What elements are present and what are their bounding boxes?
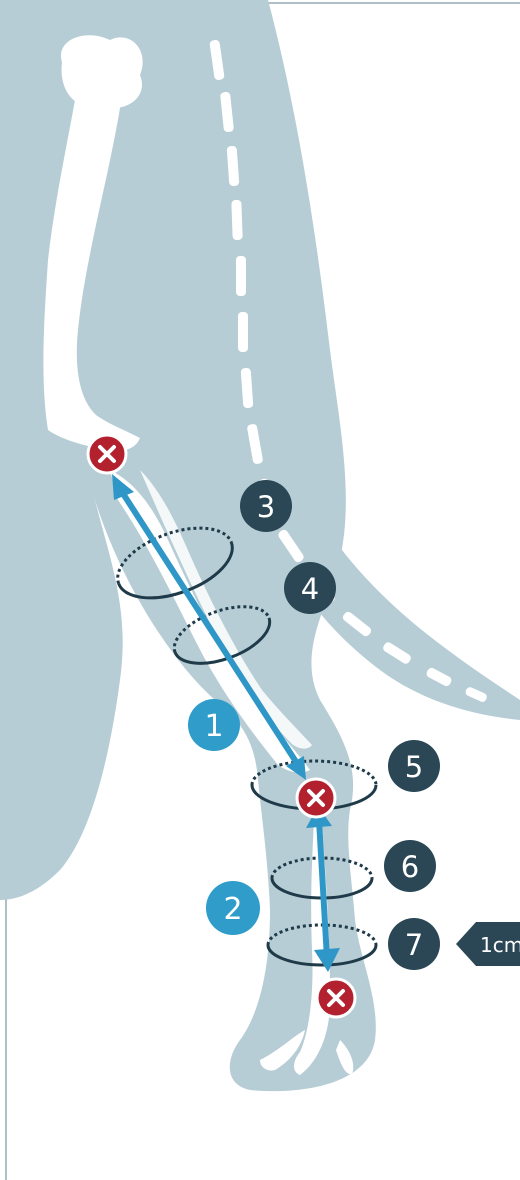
badge-3-label: 3 [257,490,275,524]
marker-wrist [297,779,335,817]
badge-6: 6 [384,840,436,892]
marker-paw [317,979,355,1017]
badge-2-label: 2 [223,892,242,927]
badge-6-label: 6 [401,850,419,884]
callout-label: 1cm [480,933,520,957]
badge-1: 1 [188,699,240,751]
badge-7-label: 7 [405,928,423,962]
badge-2: 2 [206,881,260,935]
badge-3: 3 [240,480,292,532]
marker-elbow [88,435,126,473]
badge-4-label: 4 [301,572,319,606]
badge-7: 7 [388,918,440,970]
badge-1-label: 1 [204,709,223,744]
badge-5-label: 5 [405,750,423,784]
vertebra [238,312,248,352]
shoulder-joint-bone [61,35,143,108]
vertebra [236,256,246,296]
callout-tag: 1cm [456,922,520,966]
badge-4: 4 [284,562,336,614]
vertebra [231,200,242,240]
badge-5: 5 [388,740,440,792]
